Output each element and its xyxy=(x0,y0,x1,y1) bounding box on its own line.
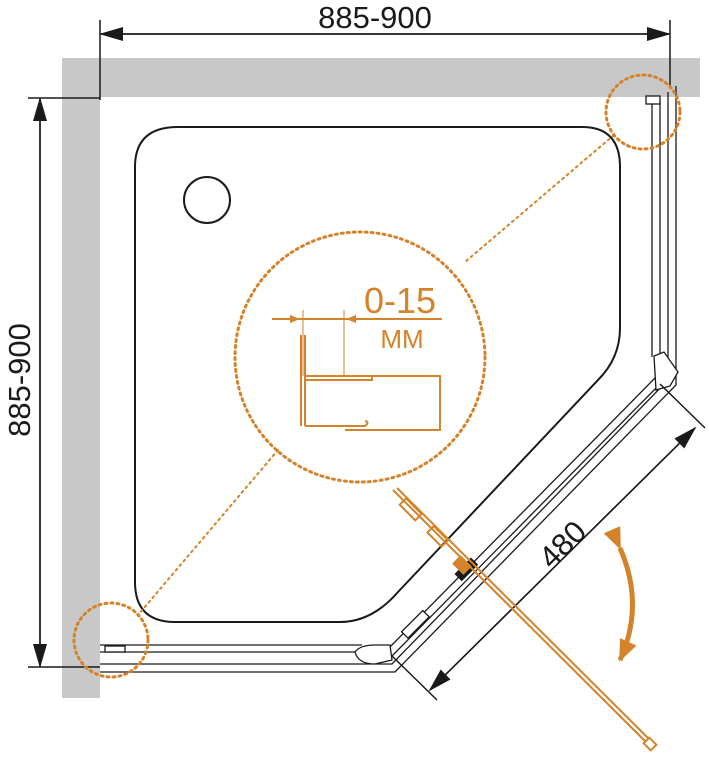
wall-profile-detail xyxy=(272,310,442,431)
corner-detail-circle-bottom xyxy=(72,601,150,679)
back-wall xyxy=(62,58,700,97)
width-dimension xyxy=(99,20,671,100)
gap-label: 0-15 xyxy=(364,280,436,321)
door-width-dimension xyxy=(391,383,706,701)
shower-tray xyxy=(134,126,621,623)
detail-magnifier-circle xyxy=(233,230,487,484)
depth-label: 885-900 xyxy=(2,323,37,437)
open-door xyxy=(392,487,658,752)
swing-arrow-icon xyxy=(603,526,637,662)
drain-icon xyxy=(183,176,231,224)
corner-detail-circle-top xyxy=(604,73,682,151)
detail-callouts xyxy=(72,73,682,679)
width-label: 885-900 xyxy=(318,0,432,35)
enclosure-frame xyxy=(100,86,679,673)
side-wall xyxy=(62,58,100,698)
unit-label: ММ xyxy=(380,324,423,354)
walls xyxy=(62,58,700,698)
depth-dimension xyxy=(28,97,100,668)
